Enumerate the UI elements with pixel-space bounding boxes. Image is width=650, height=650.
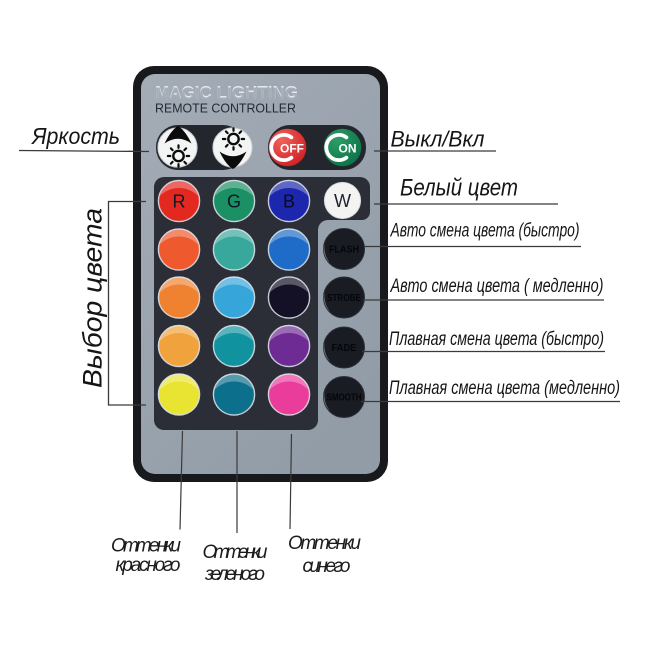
svg-text:Оттенки: Оттенки <box>288 533 361 554</box>
svg-text:W: W <box>334 191 351 211</box>
svg-text:ON: ON <box>339 142 357 156</box>
svg-text:красного: красного <box>116 555 181 576</box>
svg-text:Яркость: Яркость <box>30 123 120 149</box>
svg-text:OFF: OFF <box>280 142 304 156</box>
svg-text:Белый цвет: Белый цвет <box>400 175 518 202</box>
svg-text:Выбор цвета: Выбор цвета <box>78 208 108 388</box>
svg-text:Авто смена цвета ( медленно): Авто смена цвета ( медленно) <box>390 275 604 297</box>
svg-text:B: B <box>283 192 295 212</box>
svg-text:SMOOTH: SMOOTH <box>327 393 362 404</box>
svg-text:Оттенки: Оттенки <box>111 536 181 557</box>
svg-text:Плавная смена цвета (быстро): Плавная смена цвета (быстро) <box>389 328 604 350</box>
svg-text:STROBE: STROBE <box>327 293 361 304</box>
svg-text:G: G <box>227 192 241 212</box>
svg-text:FLASH: FLASH <box>329 245 359 256</box>
svg-text:зеленого: зеленого <box>204 564 265 585</box>
svg-text:Авто смена цвета (быстро): Авто смена цвета (быстро) <box>390 220 580 242</box>
svg-text:R: R <box>173 192 186 212</box>
svg-text:Плавная смена цвета (медленно): Плавная смена цвета (медленно) <box>389 377 620 399</box>
svg-text:Оттенки: Оттенки <box>203 542 268 563</box>
svg-text:синего: синего <box>303 556 351 577</box>
svg-text:REMOTE CONTROLLER: REMOTE CONTROLLER <box>155 101 296 116</box>
svg-text:Выкл/Вкл: Выкл/Вкл <box>391 127 485 152</box>
svg-text:MAGIC LIGHTING: MAGIC LIGHTING <box>155 84 298 104</box>
svg-text:MAGIC LIGHTING: MAGIC LIGHTING <box>155 82 298 102</box>
svg-text:FADE: FADE <box>332 343 357 354</box>
